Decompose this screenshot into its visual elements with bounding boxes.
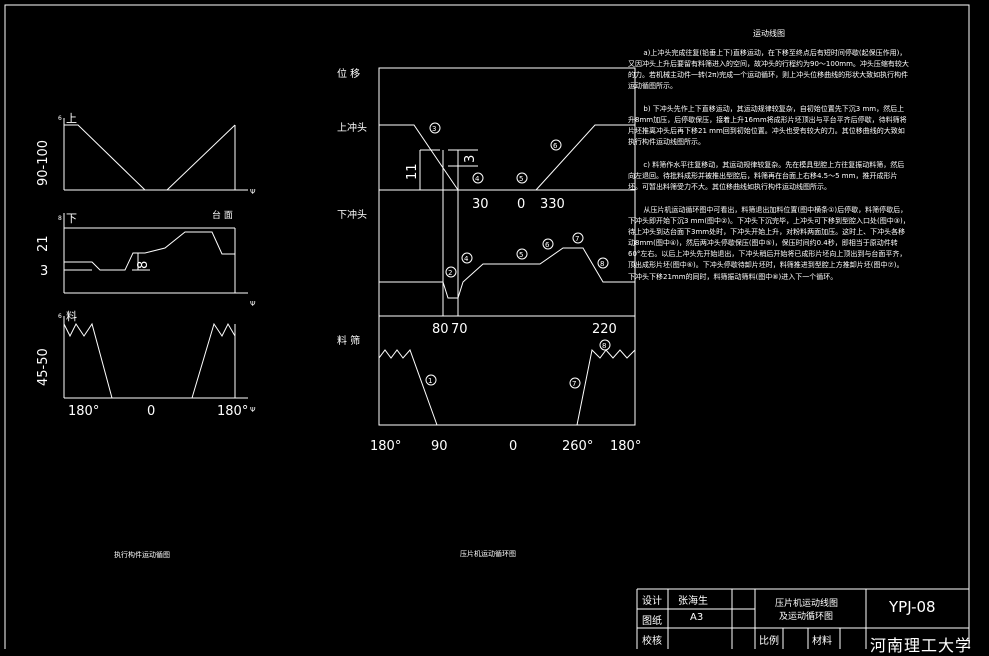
chart2-label-3: 3	[40, 264, 48, 279]
tick-80: 80	[432, 322, 449, 337]
chart3-y-tick: 6	[58, 313, 62, 320]
position-label: 位 移	[337, 67, 360, 80]
description-paragraph-d: 从压片机运动循环图中可看出，料筛退出加料位置(图中横条①)后停歇，料筛停歇后，下…	[628, 206, 910, 281]
upper-punch-label: 上冲头	[337, 121, 367, 134]
chart3-range-label: 45-50	[36, 348, 51, 386]
chart2-x-tick: Ψ	[250, 300, 256, 308]
left-x-axis-180-right: 180°	[217, 404, 248, 419]
chart2-y-label: 下	[66, 212, 77, 225]
marker-6-b	[542, 238, 554, 250]
left-panel	[63, 118, 248, 399]
platform-label: 台 面	[212, 209, 233, 221]
chart1-y-tick: 6	[58, 115, 62, 122]
marker-7-b	[569, 377, 581, 389]
lower-punch-curve	[64, 231, 235, 271]
scale-label: 比例	[759, 636, 779, 647]
paper-size: A3	[690, 612, 704, 623]
chart2-y-tick: 8	[58, 215, 62, 222]
designer-name: 张海生	[678, 596, 708, 607]
drawing-border	[4, 4, 970, 649]
marker-label-5a: 5	[519, 175, 523, 183]
marker-label-4a: 4	[475, 175, 480, 183]
marker-label-8b: 8	[602, 342, 606, 350]
tick-330: 330	[540, 197, 565, 212]
feed-shoe-label: 料 筛	[337, 334, 360, 347]
marker-5-a	[516, 172, 528, 184]
description-title: 运动线图	[753, 29, 785, 38]
tick-220: 220	[592, 322, 617, 337]
school-name: 河南理工大学	[870, 636, 973, 655]
lower-punch-curve	[379, 247, 635, 299]
marker-5-b	[516, 248, 528, 260]
left-panel-text: 6 上 90-100 Ψ 8 下 21 3 8 台 面 Ψ 6 料 45-50 …	[36, 112, 256, 559]
upper-punch-curve-right	[166, 124, 236, 191]
marker-8-a	[597, 257, 609, 269]
marker-4-a	[472, 172, 484, 184]
marker-label-6b: 6	[545, 241, 550, 249]
center-panel-text: 位 移 上冲头 下冲头 料 筛 11 3 30 0 330 80 70 220 …	[337, 67, 641, 558]
marker-1	[425, 374, 437, 386]
material-label: 材料	[812, 636, 832, 647]
dim-11: 11	[405, 163, 420, 180]
feed-shoe-curve-right	[191, 322, 236, 399]
center-panel	[378, 67, 636, 426]
marker-label-1: 1	[428, 377, 432, 385]
tick-30: 30	[472, 197, 489, 212]
tick-70: 70	[451, 322, 468, 337]
title-block	[636, 588, 969, 649]
left-x-axis-0: 0	[147, 404, 155, 419]
chart3-x-tick: Ψ	[250, 406, 256, 414]
chart1-range-label: 90-100	[36, 140, 51, 186]
marker-label-3: 3	[432, 125, 436, 133]
marker-2	[445, 266, 457, 278]
tick-0-bottom: 0	[509, 439, 517, 454]
tick-180-left: 180°	[370, 439, 401, 454]
design-label: 设计	[642, 596, 662, 607]
marker-label-6a: 6	[553, 142, 558, 150]
chart1-y-label: 上	[66, 112, 77, 125]
marker-label-7a: 7	[575, 235, 579, 243]
marker-label-4b: 4	[464, 255, 469, 263]
marker-6-a	[550, 139, 562, 151]
marker-label-5b: 5	[519, 251, 523, 259]
description-paragraph-c: c) 料筛作水平往复移动，其运动规律较复杂。先在模具型腔上方往复振动料筛，然后向…	[628, 161, 905, 192]
drawing-code: YPJ-08	[889, 598, 936, 616]
marker-8-b	[599, 339, 611, 351]
chart2-label-8: 8	[136, 261, 151, 269]
center-panel-caption: 压片机运动循环图	[460, 549, 516, 558]
tick-90: 90	[431, 439, 448, 454]
description-paragraph-a: a)上冲头完成往复(铅垂上下)直移运动，在下移至终点后有短时间停歇(起保压作用)…	[628, 49, 909, 91]
lower-punch-label: 下冲头	[337, 208, 367, 221]
marker-3-a	[429, 122, 441, 134]
marker-7-a	[572, 232, 584, 244]
tick-0-upper: 0	[517, 197, 525, 212]
marker-4-b	[461, 252, 473, 264]
marker-label-8a: 8	[600, 260, 604, 268]
feed-shoe-curve-left	[378, 349, 438, 426]
upper-punch-curve-left	[64, 124, 146, 191]
paper-label: 图纸	[642, 616, 662, 627]
left-x-axis-180-left: 180°	[68, 404, 99, 419]
marker-label-2: 2	[448, 269, 452, 277]
dim-3: 3	[463, 155, 478, 163]
marker-label-7b: 7	[572, 380, 576, 388]
drawing-title-line2: 及运动循环图	[779, 612, 834, 622]
chart2-label-21: 21	[36, 235, 51, 252]
drawing-title-line1: 压片机运动线图	[775, 599, 839, 609]
left-panel-caption: 执行构件运动循图	[114, 550, 170, 559]
tick-180-right: 180°	[610, 439, 641, 454]
feed-shoe-curve-left	[63, 322, 113, 399]
description-paragraph-b: b) 下冲头先作上下直移运动，其运动规律较复杂，自初始位置先下沉3 mm，然后上…	[628, 105, 907, 147]
tick-260: 260°	[562, 439, 593, 454]
check-label: 校核	[642, 636, 662, 647]
feed-shoe-curve-right	[576, 348, 636, 426]
chart3-y-label: 料	[66, 309, 77, 323]
chart1-x-tick: Ψ	[250, 188, 256, 196]
